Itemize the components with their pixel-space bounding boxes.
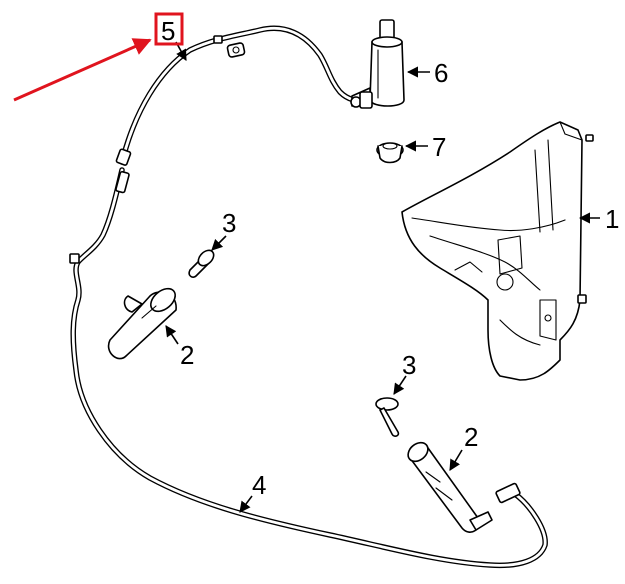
- callout-1: 1: [605, 204, 619, 234]
- callout-7: 7: [432, 132, 446, 162]
- highlight-annotation: [13, 12, 184, 102]
- callout-3-left: 3: [222, 208, 236, 238]
- highlight-arrow: [13, 38, 152, 102]
- leader-2-right: [449, 449, 463, 471]
- callout-2-left: 2: [180, 340, 194, 370]
- upper-hose: [115, 25, 369, 166]
- callout-4: 4: [252, 470, 266, 500]
- nozzle-right: [407, 441, 493, 533]
- callout-2-right: 2: [464, 422, 478, 452]
- plug-left: [188, 249, 215, 278]
- pump-grommet: [376, 142, 404, 164]
- callout-6: 6: [434, 58, 448, 88]
- callout-5: 5: [161, 16, 175, 46]
- leader-2-left: [165, 325, 179, 345]
- leader-lines: [165, 41, 600, 513]
- washer-reservoir: [401, 121, 594, 381]
- callout-labels: 1 2 2 3 3 4 5 6 7: [161, 16, 619, 500]
- callout-3-right: 3: [402, 350, 416, 380]
- highlight-box: [154, 12, 184, 46]
- plug-right: [375, 397, 400, 437]
- leader-4: [239, 495, 253, 513]
- leader-3-left: [211, 235, 227, 251]
- lower-hose: [69, 167, 548, 569]
- leader-3-right: [393, 375, 407, 395]
- washer-pump: [350, 19, 405, 109]
- nozzle-left: [107, 287, 177, 360]
